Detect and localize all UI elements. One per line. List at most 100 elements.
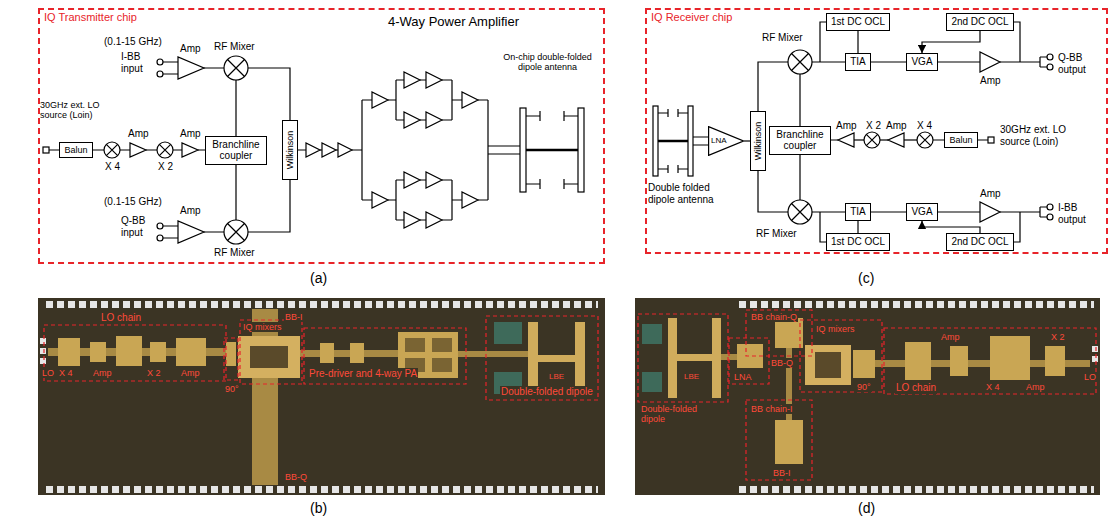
receiver-schematic <box>988 137 994 143</box>
transmitter-schematic <box>520 108 526 192</box>
box-text: Wilkinson <box>285 131 295 170</box>
box-text: TIA <box>850 56 866 68</box>
transmitter-chip-photo <box>238 336 300 378</box>
transmitter-chip-photo <box>90 342 106 362</box>
schematic-label: Amp <box>180 205 201 217</box>
receiver-chip-photo <box>635 298 1100 495</box>
schematic-label: I-BB output <box>1058 202 1102 225</box>
receiver-schematic <box>688 106 693 176</box>
transmitter-chip-photo <box>458 351 528 357</box>
transmitter-schematic <box>157 235 163 241</box>
transmitter-chip-photo <box>176 338 206 366</box>
transmitter-schematic <box>106 144 117 155</box>
signal-wire <box>871 211 907 212</box>
box-text: VGA <box>911 56 932 68</box>
receiver-chip-photo <box>905 342 931 380</box>
panel-letter: (c) <box>858 270 874 286</box>
schematic-label: RF Mixer <box>214 41 255 53</box>
transmitter-schematic <box>426 72 442 88</box>
transmitter-chip-photo <box>38 298 605 495</box>
region-outline <box>240 320 302 384</box>
photo-callout: BB chain-Q <box>750 312 798 322</box>
box-text: Wilkinson <box>753 122 763 161</box>
transmitter-chip-photo <box>250 346 288 368</box>
schematic-label: On-chip double-folded dipole antenna <box>500 52 595 73</box>
box-text: Branchline coupler <box>774 129 826 152</box>
transmitter-chip-photo <box>116 336 142 366</box>
region-outline <box>224 338 238 380</box>
vga-box: VGA <box>906 203 937 221</box>
schematic-label: (0.1-15 GHz) <box>104 196 162 208</box>
receiver-chip-photo <box>738 486 1094 494</box>
tia-box: TIA <box>845 53 871 71</box>
schematic-label: 4-Way Power Amplifier <box>388 15 519 30</box>
transmitter-schematic <box>178 221 204 243</box>
signal-wire <box>922 221 980 234</box>
transmitter-schematic <box>478 100 520 200</box>
transmitter-schematic <box>43 147 49 153</box>
region-outline <box>746 310 812 356</box>
region-outline <box>304 328 466 384</box>
amplifier-outline <box>709 127 744 156</box>
schematic-label: X 2 <box>158 161 173 173</box>
transmitter-schematic <box>426 212 442 228</box>
receiver-schematic <box>838 133 854 147</box>
schematic-label: Q-BB input <box>121 215 155 238</box>
transmitter-chip-photo <box>150 342 166 362</box>
region-outline <box>638 314 728 402</box>
receiver-schematic <box>658 140 688 143</box>
balun-box: Balun <box>59 142 92 158</box>
box-text: TIA <box>850 206 866 218</box>
transmitter-schematic <box>228 60 245 77</box>
receiver-schematic <box>980 202 1000 222</box>
dc-offset-loop-box: 2nd DC OCL <box>946 233 1013 251</box>
transmitter-chip-photo <box>46 486 598 494</box>
schematic-label: RF Mixer <box>214 247 255 259</box>
transmitter-schematic <box>104 142 120 158</box>
schematic-label: Amp <box>980 75 1001 87</box>
receiver-schematic <box>792 204 809 221</box>
box-text: LNA <box>711 136 727 145</box>
schematic-label: Amp <box>836 120 857 132</box>
photo-callout: Pre-driver and 4-way PA <box>308 368 418 380</box>
balun-box: Balun <box>944 132 977 148</box>
transmitter-schematic <box>526 149 578 152</box>
transmitter-schematic <box>224 56 248 80</box>
schematic-label: 30GHz ext. LO source (Loin) <box>1000 124 1084 147</box>
transmitter-schematic <box>182 143 198 157</box>
receiver-chip-photo <box>1092 356 1098 362</box>
transmitter-schematic <box>462 192 478 208</box>
photo-callout: IQ mixers <box>242 322 283 332</box>
photo-callout: Double-folded dipole <box>640 404 722 425</box>
box-text: Branchline coupler <box>210 139 262 162</box>
transmitter-schematic <box>442 80 462 220</box>
receiver-schematic <box>658 109 688 173</box>
receiver-chip-photo <box>738 301 1094 309</box>
transmitter-chip-photo <box>432 338 452 352</box>
schematic-label: RF Mixer <box>756 228 797 240</box>
splitter-box: Wilkinson <box>750 111 766 171</box>
photo-callout: IQ mixers <box>815 324 856 334</box>
schematic-label: 30GHz ext. LO source (Loin) <box>40 100 102 121</box>
receiver-chip-photo <box>775 318 803 348</box>
panel-letter: (b) <box>310 500 327 516</box>
receiver-chip-photo <box>990 336 1030 380</box>
panel-letter: (a) <box>310 270 327 286</box>
receiver-schematic <box>1047 214 1053 220</box>
photo-callout: Amp <box>1025 382 1046 392</box>
transmitter-chip-photo <box>494 322 522 344</box>
receiver-chip-photo <box>775 420 803 464</box>
box-text: Balun <box>949 135 972 145</box>
photo-callout: X 2 <box>1050 332 1066 342</box>
receiver-schematic <box>1047 204 1053 210</box>
transmitter-schematic <box>420 80 426 220</box>
transmitter-schematic <box>462 92 478 108</box>
transmitter-schematic <box>404 112 420 128</box>
transmitter-schematic <box>372 92 388 108</box>
receiver-schematic <box>788 50 812 74</box>
signal-wire <box>857 31 858 54</box>
photo-callout: BB-I <box>284 312 304 322</box>
receiver-schematic <box>980 52 1000 72</box>
